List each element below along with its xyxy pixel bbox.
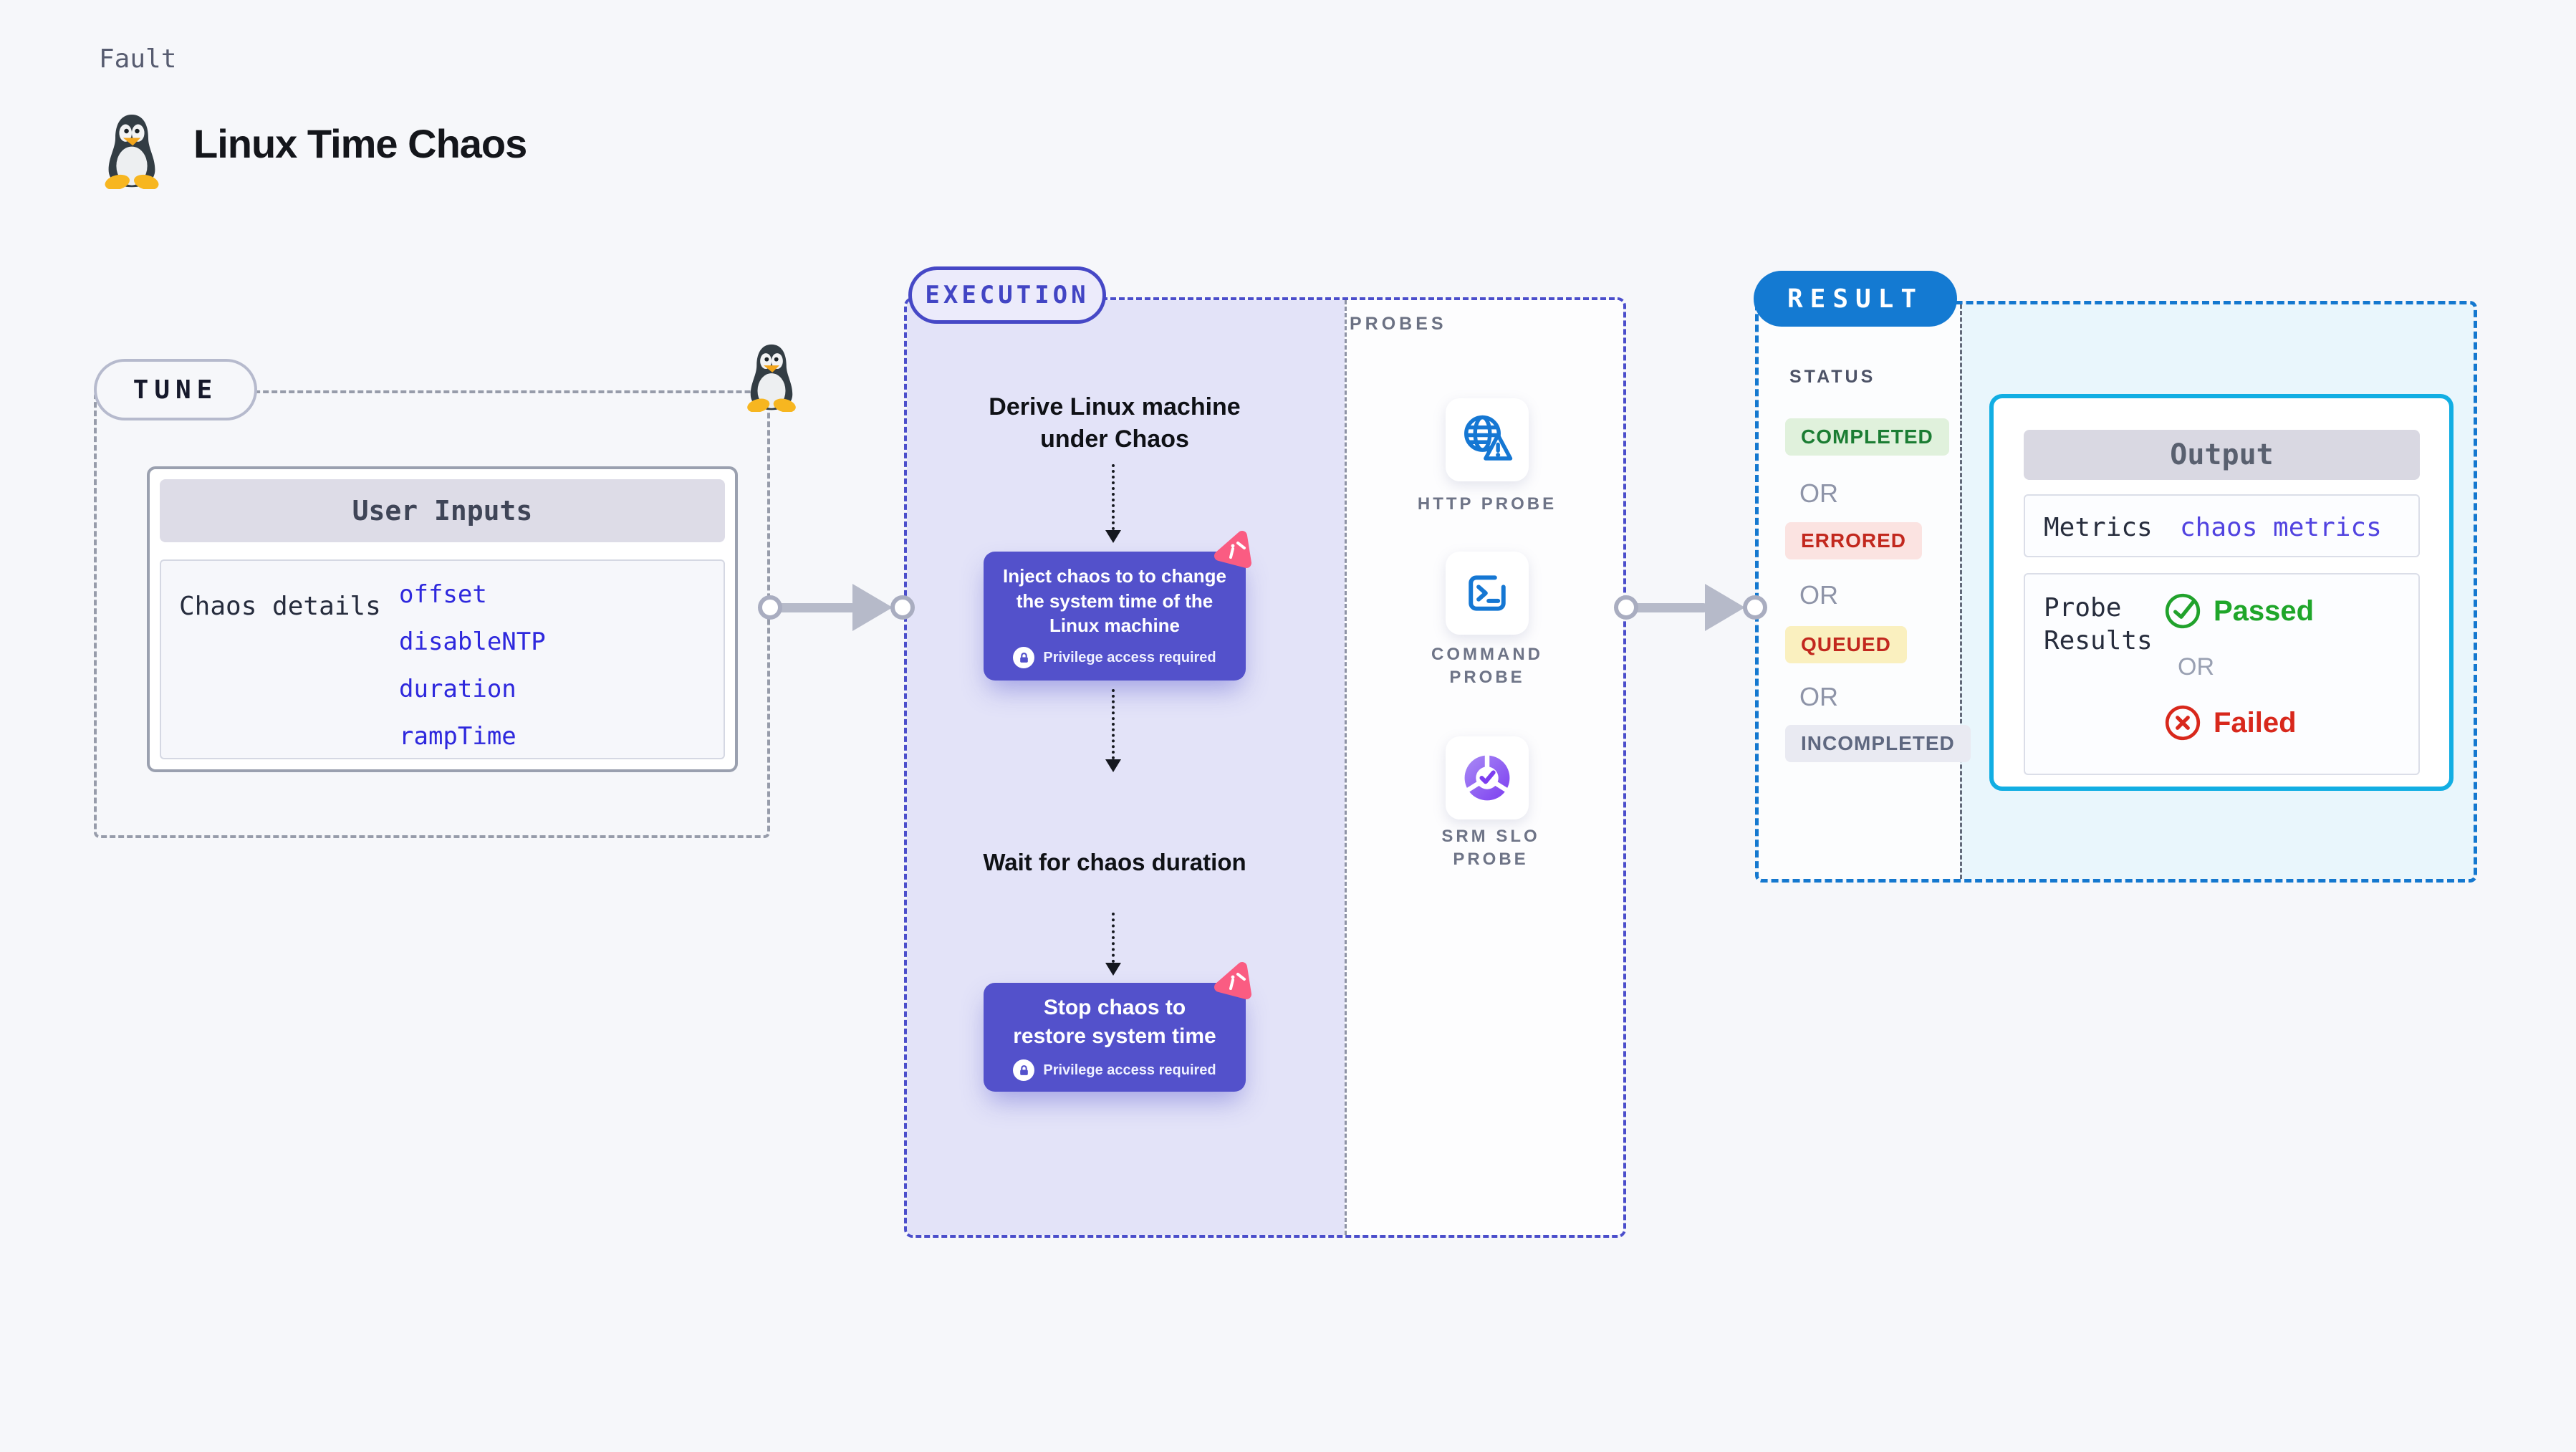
user-inputs-body xyxy=(160,559,725,759)
execution-badge: EXECUTION xyxy=(908,266,1106,324)
connector-dot xyxy=(1614,595,1638,620)
result-badge: RESULT xyxy=(1754,271,1957,327)
status-chip-errored: ERRORED xyxy=(1785,522,1923,559)
inject-chaos-step: Inject chaos to to change the system tim… xyxy=(984,552,1246,681)
tux-corner-icon xyxy=(747,344,796,412)
arrow-right-head xyxy=(1705,584,1745,631)
param-link-offset[interactable]: offset xyxy=(399,580,487,609)
tux-icon xyxy=(105,115,159,189)
privilege-row: Privilege access required xyxy=(996,647,1233,669)
failed-row: Failed xyxy=(2163,703,2297,742)
probes-label: PROBES xyxy=(1350,314,1447,334)
terminal-icon xyxy=(1469,575,1506,611)
lock-icon xyxy=(1013,1059,1035,1082)
lock-icon xyxy=(1013,647,1035,669)
stop-chaos-step: Stop chaos to restore system time Privil… xyxy=(984,983,1246,1092)
chaos-logo-icon xyxy=(1214,962,1251,999)
passed-label: Passed xyxy=(2214,595,2315,627)
status-label: STATUS xyxy=(1789,367,1876,387)
status-chip-queued: QUEUED xyxy=(1785,626,1907,663)
or-separator: OR xyxy=(1799,479,1838,508)
or-separator: OR xyxy=(2178,653,2214,681)
chaos-metrics-link[interactable]: chaos metrics xyxy=(2180,513,2382,542)
arrow-down-head xyxy=(1105,530,1121,543)
arrow-right-line xyxy=(773,603,856,612)
wait-step-text: Wait for chaos duration xyxy=(983,849,1246,875)
command-probe-label: COMMAND PROBE xyxy=(1431,645,1543,688)
globe-alert-icon xyxy=(1464,415,1513,461)
privilege-row: Privilege access required xyxy=(1011,1059,1219,1082)
srm-slo-probe-label: SRM SLO PROBE xyxy=(1441,827,1540,870)
page-title: Linux Time Chaos xyxy=(193,121,527,166)
status-chip-incompleted: INCOMPLETED xyxy=(1785,725,1971,762)
http-probe-label: HTTP PROBE xyxy=(1417,494,1557,514)
connector-dot xyxy=(758,595,782,620)
arrow-down-icon xyxy=(1112,689,1115,759)
chaos-details-label: Chaos details xyxy=(179,592,381,621)
metrics-row xyxy=(2024,494,2420,557)
srm-slo-probe-card xyxy=(1446,736,1529,819)
x-circle-icon xyxy=(2165,705,2201,741)
chaos-logo-icon xyxy=(1214,531,1251,568)
param-link-ramptime[interactable]: rampTime xyxy=(399,722,516,751)
slo-pie-icon xyxy=(1464,754,1510,801)
connector-dot xyxy=(890,595,915,620)
http-probe-card xyxy=(1446,398,1529,481)
command-probe-card xyxy=(1446,552,1529,635)
probe-results-row xyxy=(2024,573,2420,775)
user-inputs-title: User Inputs xyxy=(160,479,725,542)
status-column-fill xyxy=(1759,304,1960,879)
privilege-label: Privilege access required xyxy=(1043,1062,1216,1078)
output-title: Output xyxy=(2024,430,2420,480)
arrow-right-line xyxy=(1629,603,1708,612)
arrow-right-head xyxy=(852,584,893,631)
param-link-disablentp[interactable]: disableNTP xyxy=(399,628,546,656)
tune-badge: TUNE xyxy=(94,359,257,420)
check-circle-icon xyxy=(2165,593,2201,629)
failed-label: Failed xyxy=(2214,706,2297,739)
status-chip-completed: COMPLETED xyxy=(1785,418,1949,456)
derive-step-text: Derive Linux machine under Chaos xyxy=(989,393,1241,453)
arrow-down-head xyxy=(1105,759,1121,772)
param-link-duration[interactable]: duration xyxy=(399,675,516,703)
param-list: offset disableNTP duration rampTime xyxy=(399,571,546,760)
inject-chaos-text: Inject chaos to to change the system tim… xyxy=(1002,564,1227,637)
fault-kicker: Fault xyxy=(99,44,177,74)
privilege-label: Privilege access required xyxy=(1043,649,1216,665)
arrow-down-icon xyxy=(1112,464,1115,530)
passed-row: Passed xyxy=(2163,592,2314,630)
arrow-down-icon xyxy=(1112,913,1115,963)
metrics-label: Metrics xyxy=(2044,513,2153,542)
or-separator: OR xyxy=(1799,580,1838,610)
connector-dot xyxy=(1743,595,1767,620)
arrow-down-head xyxy=(1105,963,1121,976)
or-separator: OR xyxy=(1799,682,1838,711)
probe-results-label: Probe Results xyxy=(2044,593,2153,656)
stop-chaos-text: Stop chaos to restore system time xyxy=(1013,995,1216,1048)
